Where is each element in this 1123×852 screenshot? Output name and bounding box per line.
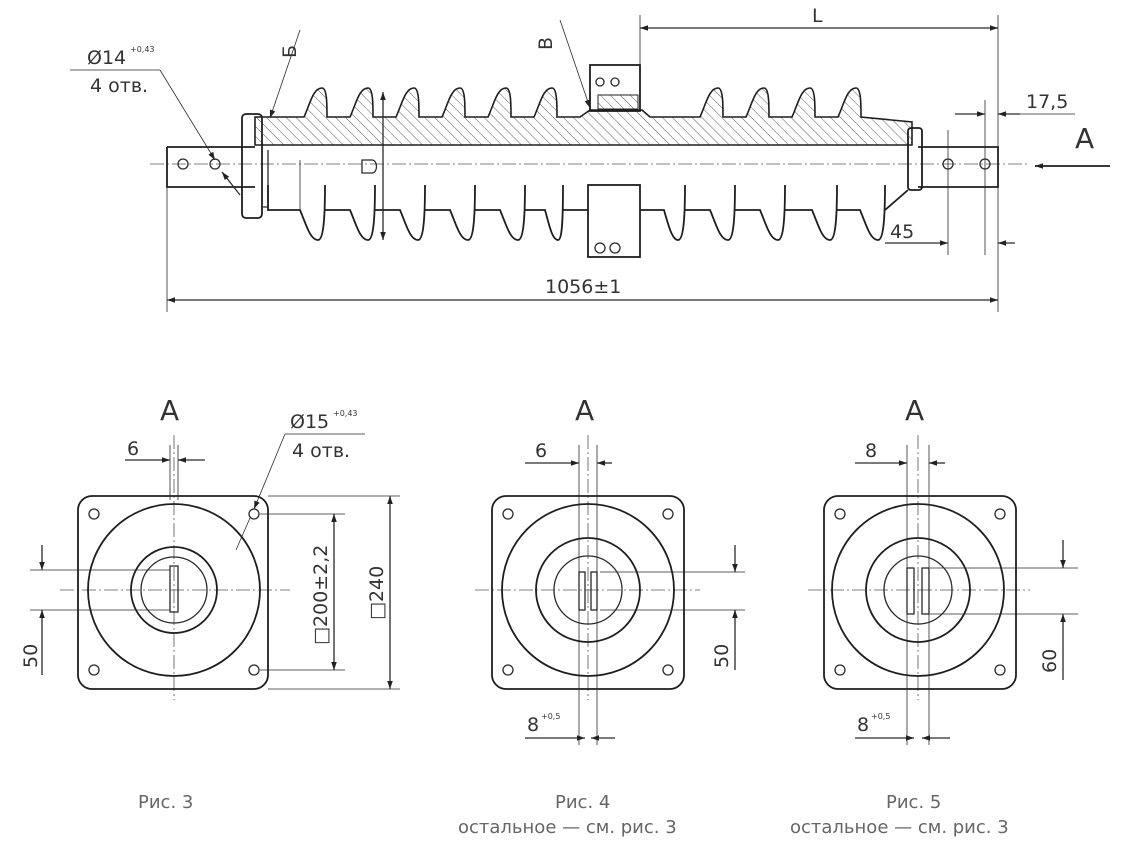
hole-callout-arrow2 xyxy=(221,171,241,196)
left-hole-1 xyxy=(177,158,189,170)
fig3-hole-leader xyxy=(253,433,286,510)
fig5-gap-dim-label: 8 xyxy=(857,714,869,736)
fig4-caption: Рис. 4 xyxy=(555,792,610,813)
fig5-view-label: А xyxy=(905,394,924,427)
upper-bracket xyxy=(589,64,641,112)
bracket-hole-2 xyxy=(610,77,620,87)
lower-bracket-hole-2 xyxy=(609,242,621,254)
fig5-slot-left xyxy=(906,567,915,615)
fig5-note: остальное — см. рис. 3 xyxy=(790,817,1009,838)
fig3-caption: Рис. 3 xyxy=(138,792,193,813)
fig4-gap-tolerance-label: +0,5 xyxy=(541,712,560,721)
fig5-core-circle xyxy=(883,555,953,625)
fig4-note: остальное — см. рис. 3 xyxy=(458,817,677,838)
fig5-outer-circle xyxy=(831,503,1005,677)
fig4-hole-tl xyxy=(502,508,514,520)
hole-callout-leader xyxy=(159,69,216,161)
fig4-slot-left xyxy=(578,571,586,611)
fig5-hole-br xyxy=(994,664,1006,676)
view-a-label: А xyxy=(1075,122,1094,155)
fig4-gap-dim-label: 8 xyxy=(527,714,539,736)
fig4-core-circle xyxy=(553,555,623,625)
fig3-slot-width-label: 6 xyxy=(127,438,139,460)
fig5-side-dim-label: 60 xyxy=(1039,649,1061,673)
fig3-flange xyxy=(77,495,269,690)
length-L-label: L xyxy=(812,5,823,27)
fig5-gap-tolerance-label: +0,5 xyxy=(871,712,890,721)
fig3-hole-tr xyxy=(248,508,260,520)
hole-count-label: 4 отв. xyxy=(90,75,148,97)
fig5-hole-bl xyxy=(834,664,846,676)
fig4-slot-right xyxy=(590,571,598,611)
fig4-hole-bl xyxy=(502,664,514,676)
left-flange-step xyxy=(261,150,269,208)
figure-4-view-a: А 6 50 8 +0,5 Рис. 4 остальное — см. рис… xyxy=(458,394,745,838)
figure-3-view-a: А 6 Ø15 +0,43 4 отв. □200±2,2 □240 xyxy=(20,394,400,813)
bracket-hole-1 xyxy=(595,77,605,87)
fig5-hole-tl xyxy=(834,508,846,520)
fig3-slot xyxy=(169,565,179,613)
fig3-outer-circle xyxy=(87,503,261,677)
insulator-side-view: L 1056±1 17,5 45 А Ø14 +0,43 4 отв. Б В xyxy=(70,5,1110,312)
fig3-hole-count-label: 4 отв. xyxy=(292,440,350,462)
fig3-bolt-square-label: □200±2,2 xyxy=(310,545,332,645)
section-v-label: В xyxy=(535,37,557,50)
fig5-flange xyxy=(823,495,1017,690)
fig4-side-dim-label: 50 xyxy=(711,644,733,668)
fig4-view-label: А xyxy=(575,394,594,427)
fig5-hole-tr xyxy=(994,508,1006,520)
fig3-hole-br xyxy=(248,664,260,676)
fig3-core-circle xyxy=(140,556,208,624)
figure-5-view-a: А 8 60 8 +0,5 Рис. 5 остальное — см. рис… xyxy=(790,394,1078,838)
fig3-hole-bl xyxy=(88,664,100,676)
section-v-leader xyxy=(559,19,591,109)
fig5-slot-width-label: 8 xyxy=(865,440,877,462)
right-end-fitting xyxy=(918,146,999,188)
fig4-flange xyxy=(491,495,685,690)
lower-sheds-outline xyxy=(267,184,909,241)
fig4-outer-circle xyxy=(501,503,675,677)
fig3-flange-square-label: □240 xyxy=(366,566,388,620)
overall-length-label: 1056±1 xyxy=(545,276,621,298)
fig3-hole-tl xyxy=(88,508,100,520)
section-b-leader xyxy=(269,29,301,119)
fig5-slot-right xyxy=(921,567,930,615)
hole-tolerance-label: +0,43 xyxy=(130,45,155,54)
fig3-hole-tolerance-label: +0,43 xyxy=(333,409,358,418)
d-marker xyxy=(361,159,378,174)
fig4-inner-circle xyxy=(535,537,641,643)
fig3-view-label: А xyxy=(160,394,179,427)
left-hole-2 xyxy=(209,158,221,170)
fig4-hole-tr xyxy=(662,508,674,520)
section-b-label: Б xyxy=(279,45,301,58)
right-flange xyxy=(907,127,923,191)
fig3-hole-leader2 xyxy=(235,517,251,551)
hole-diameter-label: Ø14 xyxy=(87,47,126,69)
fig3-hole-diameter-label: Ø15 xyxy=(290,411,329,433)
lower-bracket-hole-1 xyxy=(594,242,606,254)
fig5-inner-circle xyxy=(865,537,971,643)
upper-section-body xyxy=(254,87,913,146)
fig4-hole-br xyxy=(662,664,674,676)
fig4-slot-width-label: 6 xyxy=(535,440,547,462)
dim-17-5-label: 17,5 xyxy=(1026,91,1068,113)
fig3-inner-circle xyxy=(130,546,218,634)
fig3-side-dim-label: 50 xyxy=(20,644,42,668)
bracket-weld xyxy=(597,94,639,110)
fig5-caption: Рис. 5 xyxy=(886,792,941,813)
lower-bracket xyxy=(587,184,641,258)
dim-45-label: 45 xyxy=(890,221,914,243)
